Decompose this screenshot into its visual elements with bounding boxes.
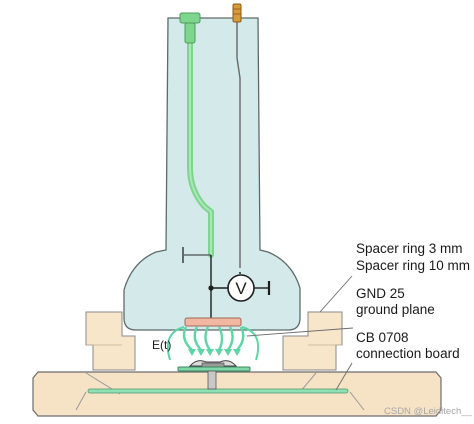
spacer-ring-right — [282, 311, 343, 371]
label-ground-plane: ground plane — [356, 302, 435, 317]
ground-plane — [177, 366, 251, 372]
field-arrow-line — [166, 326, 185, 361]
field-arrows — [166, 326, 260, 361]
ground-stub — [182, 247, 211, 263]
field-arrow-line — [241, 326, 260, 361]
voltmeter-icon: V — [227, 274, 255, 302]
junction-dot — [208, 285, 214, 291]
board-trace — [87, 388, 349, 394]
field-arrow-line — [182, 326, 193, 351]
field-arrow-line — [217, 326, 224, 351]
label-spacer-ring-3mm: Spacer ring 3 mm — [356, 241, 463, 256]
inner-conductor — [179, 12, 214, 258]
label-cb-0708: CB 0708 — [356, 330, 409, 345]
wire-pin — [232, 3, 242, 23]
voltmeter-label: V — [235, 279, 247, 298]
label-spacer-ring-10mm: Spacer ring 10 mm — [356, 258, 471, 273]
device-under-test — [177, 360, 251, 390]
field-arrow-line — [227, 326, 234, 351]
leader-lines — [246, 275, 354, 391]
field-arrow-head — [206, 349, 214, 356]
field-arrow-head — [188, 349, 196, 356]
field-label: E(t) — [152, 338, 171, 352]
label-connection-board: connection board — [356, 346, 460, 361]
watermark: CSDN @Leiditech__ — [384, 406, 472, 417]
electrode-plate — [184, 317, 242, 327]
field-arrow-line — [193, 326, 202, 351]
field-arrow-head — [224, 349, 232, 356]
circuit-wiring — [208, 255, 271, 320]
connector-cap — [179, 12, 201, 24]
probe-body — [123, 17, 301, 331]
measurement-wire — [232, 3, 242, 268]
field-arrow-head — [233, 349, 241, 356]
field-arrow-line — [236, 326, 245, 351]
field-arrow-head — [197, 349, 205, 356]
field-arrow-line — [204, 326, 211, 351]
label-gnd-25: GND 25 — [356, 286, 405, 301]
connection-board — [32, 371, 442, 417]
field-arrow-head — [215, 349, 223, 356]
spacer-ring-left — [85, 311, 136, 371]
